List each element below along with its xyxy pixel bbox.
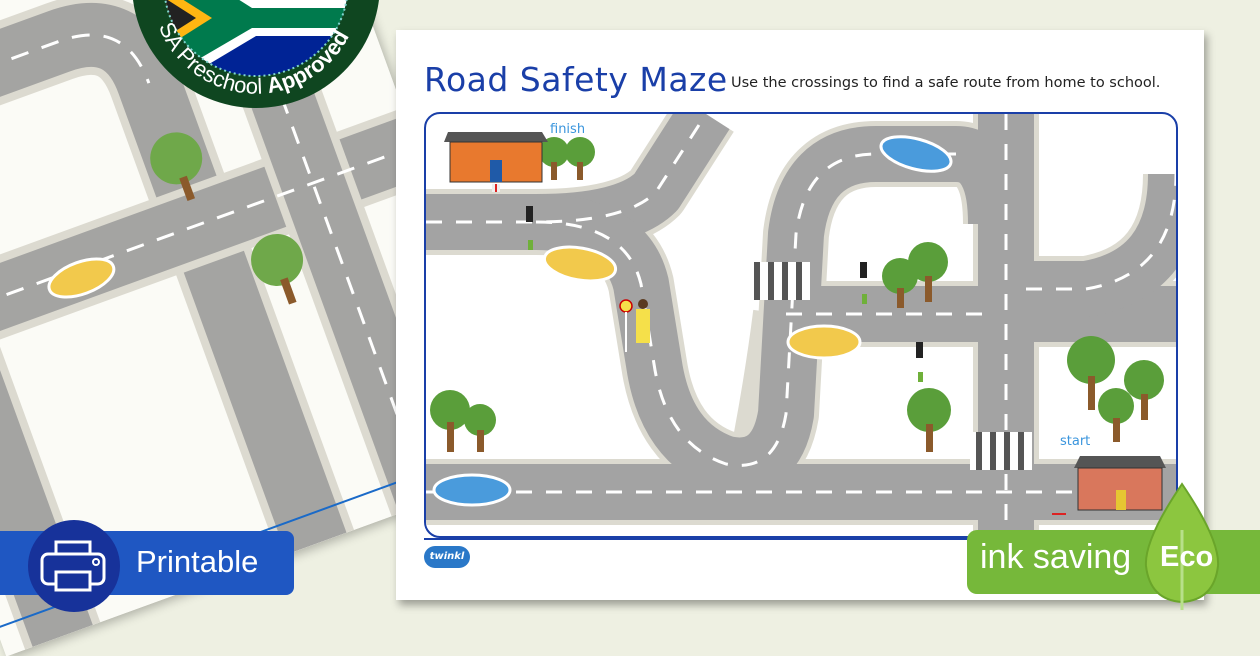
south-africa-flag-icon: SA Preschool Approved: [154, 0, 354, 99]
zebra-crossing: [748, 262, 810, 300]
traffic-light-icon: [860, 262, 867, 304]
blue-car-icon: [432, 473, 512, 507]
yellow-car-icon: [542, 245, 618, 283]
yellow-car-icon: [786, 324, 862, 360]
tree-icon: [1067, 336, 1164, 442]
home-house-icon: [1052, 456, 1166, 515]
maze-roads: [426, 114, 1176, 536]
worksheet-instruction: Use the crossings to find a safe route f…: [731, 75, 1161, 91]
tree-icon: [430, 390, 496, 452]
twinkl-logo: twinkl: [424, 546, 470, 568]
leaf-icon: [1144, 482, 1220, 610]
eco-label: Eco: [1160, 541, 1214, 573]
worksheet-page: Road Safety Maze Use the crossings to fi…: [396, 30, 1204, 600]
footer-divider: [424, 538, 1176, 540]
zebra-crossing: [970, 432, 1032, 470]
start-label: start: [1060, 434, 1091, 449]
school-building-icon: [444, 132, 548, 192]
traffic-light-icon: [526, 206, 533, 250]
printable-label: Printable: [136, 544, 259, 579]
road-maze: finish start: [424, 112, 1178, 538]
crossing-guard-icon: [619, 299, 650, 352]
tree-icon: [251, 233, 304, 286]
finish-label: finish: [550, 122, 586, 137]
traffic-light-icon: [916, 342, 923, 382]
tree-icon: [539, 137, 595, 180]
blue-car-icon: [879, 135, 953, 173]
printer-icon: [40, 540, 106, 592]
worksheet-title: Road Safety Maze: [424, 60, 728, 99]
tree-icon: [882, 242, 948, 308]
tree-icon: [907, 388, 951, 452]
ink-saving-label: ink saving: [980, 538, 1132, 576]
tree-icon: [150, 132, 203, 185]
printer-icon-circle: [28, 520, 120, 612]
yellow-car-icon: [47, 257, 116, 299]
